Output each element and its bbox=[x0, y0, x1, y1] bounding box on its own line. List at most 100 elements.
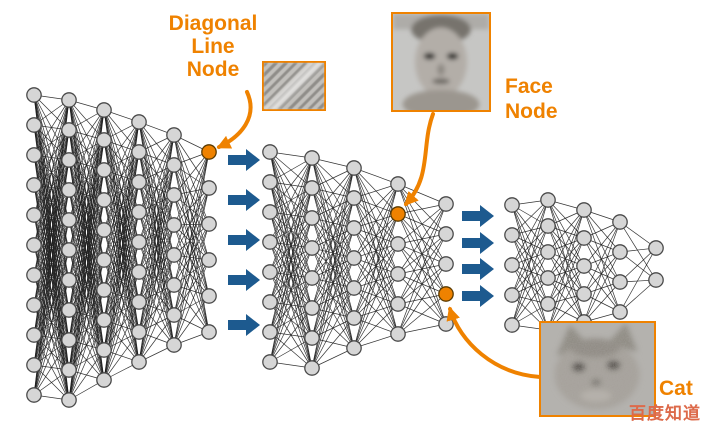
edge bbox=[547, 225, 585, 323]
edge bbox=[173, 259, 210, 346]
edge bbox=[269, 157, 313, 363]
network-node bbox=[262, 174, 278, 190]
flow-arrow bbox=[462, 285, 494, 307]
edge bbox=[511, 204, 549, 279]
network-node bbox=[201, 216, 217, 232]
network-node bbox=[304, 270, 320, 286]
edge bbox=[511, 251, 549, 326]
edge bbox=[547, 199, 585, 267]
network-node bbox=[612, 274, 628, 290]
edge bbox=[103, 121, 140, 231]
edge bbox=[138, 314, 175, 363]
network-node bbox=[201, 180, 217, 196]
network-node bbox=[304, 300, 320, 316]
flow-arrow bbox=[228, 189, 260, 211]
network-node bbox=[540, 218, 556, 234]
edge bbox=[397, 203, 447, 245]
edge bbox=[173, 223, 210, 286]
annotation-arrows bbox=[216, 90, 542, 379]
network-node bbox=[166, 157, 182, 173]
edge bbox=[547, 265, 585, 305]
edge bbox=[138, 224, 175, 363]
edge bbox=[311, 167, 355, 219]
edge bbox=[511, 234, 549, 331]
edge bbox=[583, 221, 621, 323]
edge bbox=[173, 194, 210, 333]
edge bbox=[511, 225, 549, 296]
network-node bbox=[576, 286, 592, 302]
edge bbox=[583, 237, 621, 313]
edge bbox=[547, 199, 585, 295]
network-node bbox=[61, 122, 77, 138]
edge bbox=[547, 209, 585, 331]
network-node bbox=[26, 297, 42, 313]
edge bbox=[103, 121, 140, 171]
edge bbox=[583, 281, 621, 323]
edge bbox=[103, 151, 140, 381]
network-node bbox=[96, 252, 112, 268]
network-node bbox=[262, 324, 278, 340]
layer-flow-arrows bbox=[228, 149, 494, 336]
edge bbox=[353, 183, 399, 289]
network-node bbox=[131, 324, 147, 340]
edge bbox=[547, 251, 585, 295]
edge bbox=[33, 159, 70, 396]
edge bbox=[583, 209, 621, 313]
edge bbox=[103, 271, 140, 381]
edge bbox=[33, 99, 70, 246]
network-node bbox=[61, 392, 77, 408]
network-node bbox=[504, 197, 520, 213]
edge bbox=[269, 217, 313, 363]
edge bbox=[173, 151, 210, 226]
edge bbox=[173, 151, 210, 286]
edge bbox=[103, 121, 140, 381]
network-node bbox=[61, 362, 77, 378]
edge bbox=[68, 109, 105, 161]
edge bbox=[33, 99, 70, 156]
edge bbox=[547, 237, 585, 279]
edge bbox=[33, 129, 70, 396]
edge bbox=[511, 225, 549, 266]
edge bbox=[311, 167, 355, 309]
network-node bbox=[26, 357, 42, 373]
network-node bbox=[131, 114, 147, 130]
flow-arrow bbox=[462, 205, 494, 227]
edge bbox=[33, 339, 70, 396]
edge bbox=[173, 187, 210, 316]
edge bbox=[269, 247, 313, 363]
edge bbox=[173, 151, 210, 196]
network-node bbox=[540, 296, 556, 312]
edge bbox=[269, 277, 313, 363]
edge bbox=[311, 167, 355, 279]
edge bbox=[311, 287, 355, 369]
edge bbox=[173, 259, 210, 316]
edge bbox=[173, 187, 210, 226]
edge bbox=[68, 139, 105, 401]
network-node bbox=[576, 230, 592, 246]
edge bbox=[311, 257, 355, 369]
network-node bbox=[201, 252, 217, 268]
network-node bbox=[346, 160, 362, 176]
edge bbox=[103, 301, 140, 381]
network-node bbox=[96, 312, 112, 328]
network-node bbox=[61, 152, 77, 168]
edge bbox=[511, 251, 549, 296]
cat-node bbox=[438, 286, 454, 302]
edge bbox=[68, 109, 105, 191]
network-node bbox=[304, 150, 320, 166]
network-node bbox=[262, 354, 278, 370]
network-node bbox=[304, 210, 320, 226]
network-node bbox=[262, 264, 278, 280]
network-node bbox=[201, 288, 217, 304]
network-node bbox=[346, 220, 362, 236]
network-node bbox=[61, 272, 77, 288]
diagonal-line-annotation-arrow bbox=[216, 90, 253, 149]
network-node bbox=[26, 147, 42, 163]
edge bbox=[353, 273, 399, 349]
face-node-label: Face Node bbox=[505, 75, 558, 123]
network-node bbox=[61, 242, 77, 258]
network-node bbox=[438, 196, 454, 212]
network-node bbox=[576, 202, 592, 218]
edge bbox=[33, 309, 70, 396]
edge bbox=[269, 157, 313, 273]
